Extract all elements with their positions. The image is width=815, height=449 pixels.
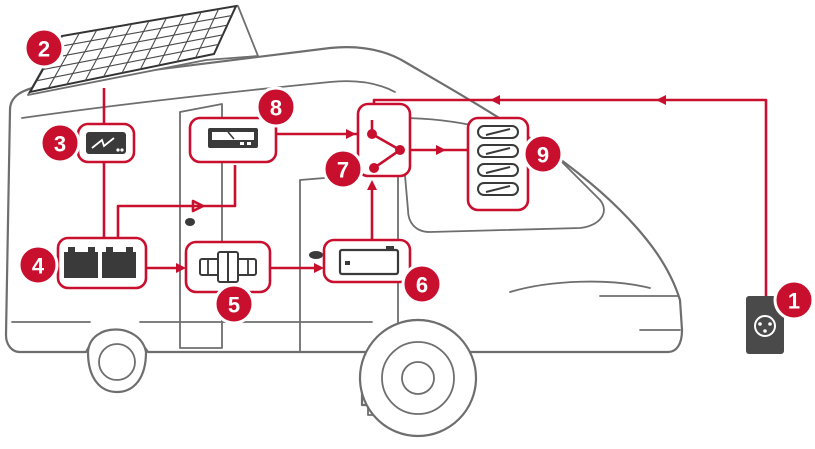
switch-toggle-icon — [485, 166, 511, 174]
badge-9-label: 9 — [537, 143, 549, 168]
solar-panel-gridline — [66, 29, 98, 85]
solar-panel-gridline — [84, 26, 115, 81]
solar-panel-icon — [27, 4, 259, 96]
solar-panel-gridline — [49, 24, 228, 59]
solar-panel-gridline — [176, 11, 202, 62]
solar-panel-gridline — [121, 20, 150, 74]
shore-power-socket-icon — [746, 296, 784, 354]
battery-monitor-icon — [188, 116, 278, 164]
badge-5: 5 — [213, 283, 255, 325]
charge-controller-icon — [76, 122, 136, 164]
badge-2: 2 — [23, 27, 65, 69]
badge-9: 9 — [522, 133, 564, 175]
badge-3-label: 3 — [54, 132, 66, 157]
solar-panel-gridline — [158, 14, 185, 66]
switch-toggle-icon — [485, 147, 511, 155]
badge-1-label: 1 — [788, 289, 800, 314]
door-handle-icon — [185, 218, 195, 226]
solar-panel-gridline — [36, 43, 219, 82]
badge-1: 1 — [773, 279, 815, 321]
switch-toggle-icon — [485, 128, 511, 136]
badge-8-label: 8 — [270, 96, 282, 121]
solar-panel-gridline — [103, 23, 133, 78]
badge-6: 6 — [401, 263, 443, 305]
badge-5-label: 5 — [228, 293, 240, 318]
consumer-switches-icon — [466, 116, 530, 212]
distribution-switch-icon — [356, 102, 412, 178]
badge-2-label: 2 — [38, 37, 50, 62]
badge-7-label: 7 — [337, 158, 349, 183]
solar-panel-gridline — [139, 17, 167, 70]
cab-door-handle-icon — [309, 251, 323, 259]
battery-bank-icon — [56, 236, 148, 290]
switch-toggle-icon — [485, 185, 511, 193]
charger-icon — [322, 238, 412, 284]
solar-panel-gridline — [47, 32, 80, 89]
solar-panel-gridline — [55, 15, 232, 48]
badge-4-label: 4 — [32, 254, 45, 279]
badge-6-label: 6 — [416, 273, 428, 298]
solar-panel-gridline — [42, 34, 223, 71]
badge-4: 4 — [17, 244, 59, 286]
rear-wheel — [86, 328, 148, 394]
front-wheel — [358, 318, 478, 438]
badge-8: 8 — [255, 86, 297, 128]
solar-panel-gridline — [195, 8, 220, 59]
badge-3: 3 — [39, 122, 81, 164]
badge-7: 7 — [322, 148, 364, 190]
